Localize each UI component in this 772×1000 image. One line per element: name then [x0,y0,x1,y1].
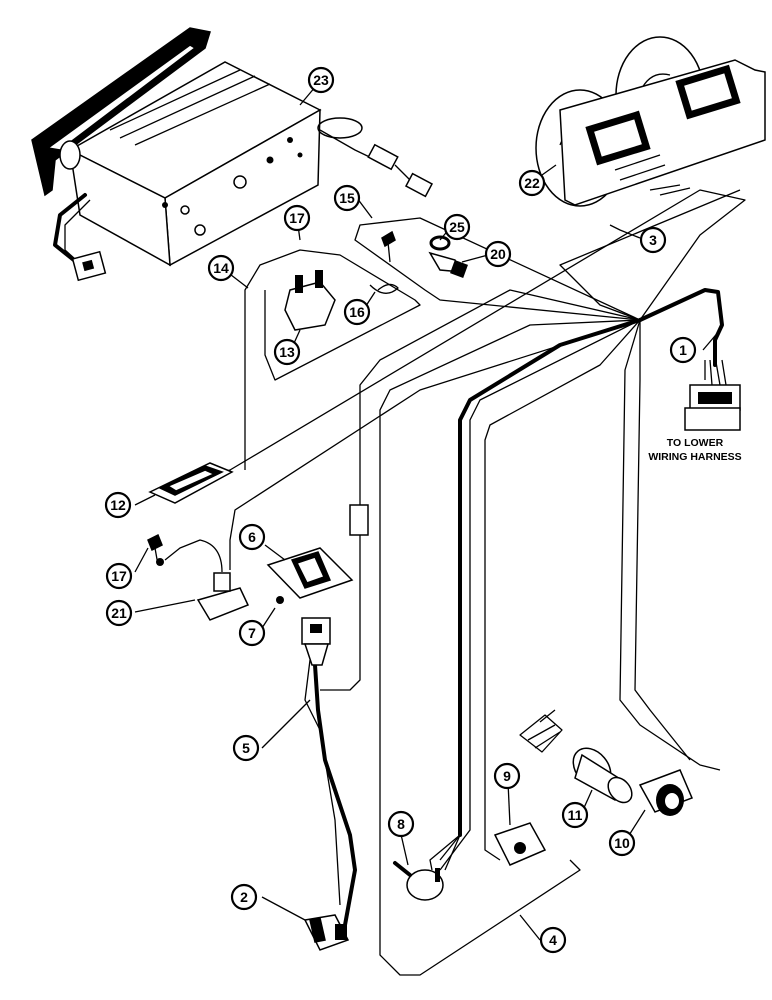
callout-7: 7 [238,619,266,647]
svg-text:10: 10 [614,835,630,851]
svg-text:14: 14 [213,260,229,276]
svg-text:23: 23 [313,72,329,88]
svg-text:13: 13 [279,344,295,360]
callout-2: 2 [230,883,258,911]
part-2 [303,914,350,951]
svg-text:16: 16 [349,304,365,320]
callout-21: 21 [105,599,133,627]
callout-17-top: 17 [283,204,311,232]
svg-text:15: 15 [339,190,355,206]
svg-text:12: 12 [110,497,126,513]
callout-1: 1 [669,336,697,364]
callout-11: 11 [561,801,589,829]
svg-text:3: 3 [649,232,657,248]
callout-3: 3 [639,226,667,254]
note-line-1: TO LOWER [667,437,724,449]
callout-14: 14 [207,254,235,282]
callout-8: 8 [387,810,415,838]
washer-25 [429,235,451,251]
socket-6 [266,547,354,599]
blower-assembly [535,36,766,207]
svg-text:11: 11 [568,807,583,823]
wiring-harness-lines [199,189,746,976]
callout-4: 4 [539,926,567,954]
svg-text:7: 7 [248,625,256,641]
part-9 [493,822,547,866]
screw-top [381,230,396,263]
svg-text:6: 6 [248,529,256,545]
screw-7 [276,596,284,604]
callout-17-left: 17 [105,562,133,590]
switch-20 [428,251,468,278]
svg-text:5: 5 [242,740,250,756]
svg-text:2: 2 [240,889,248,905]
callout-12: 12 [104,491,132,519]
inline-connector [349,504,369,536]
svg-text:20: 20 [490,246,506,262]
callout-10: 10 [608,829,636,857]
connector-5 [301,617,331,666]
radio-unit [31,27,434,282]
callout-20: 20 [484,240,512,268]
callout-25: 25 [443,213,471,241]
svg-text:17: 17 [289,210,305,226]
screw-left [147,533,163,566]
switch-13 [284,270,336,331]
callout-5: 5 [232,734,260,762]
callout-15: 15 [333,184,361,212]
part-11 [519,709,633,804]
part-8 [393,861,444,901]
svg-text:1: 1 [679,342,687,358]
callout-22: 22 [518,169,546,197]
svg-text:17: 17 [111,568,127,584]
svg-text:21: 21 [111,605,127,621]
svg-text:9: 9 [503,768,511,784]
svg-text:8: 8 [397,816,405,832]
callout-13: 13 [273,338,301,366]
svg-text:25: 25 [449,219,465,235]
callout-6: 6 [238,523,266,551]
lower-harness-connector [684,359,741,431]
svg-text:4: 4 [549,932,557,948]
sensor-21 [156,539,250,621]
note-line-2: WIRING HARNESS [648,451,741,463]
part-10 [638,769,693,816]
dome-light-12 [148,462,234,504]
callout-23: 23 [307,66,335,94]
callout-16: 16 [343,298,371,326]
svg-text:22: 22 [524,175,540,191]
callout-9: 9 [493,762,521,790]
clip-16 [369,283,399,294]
